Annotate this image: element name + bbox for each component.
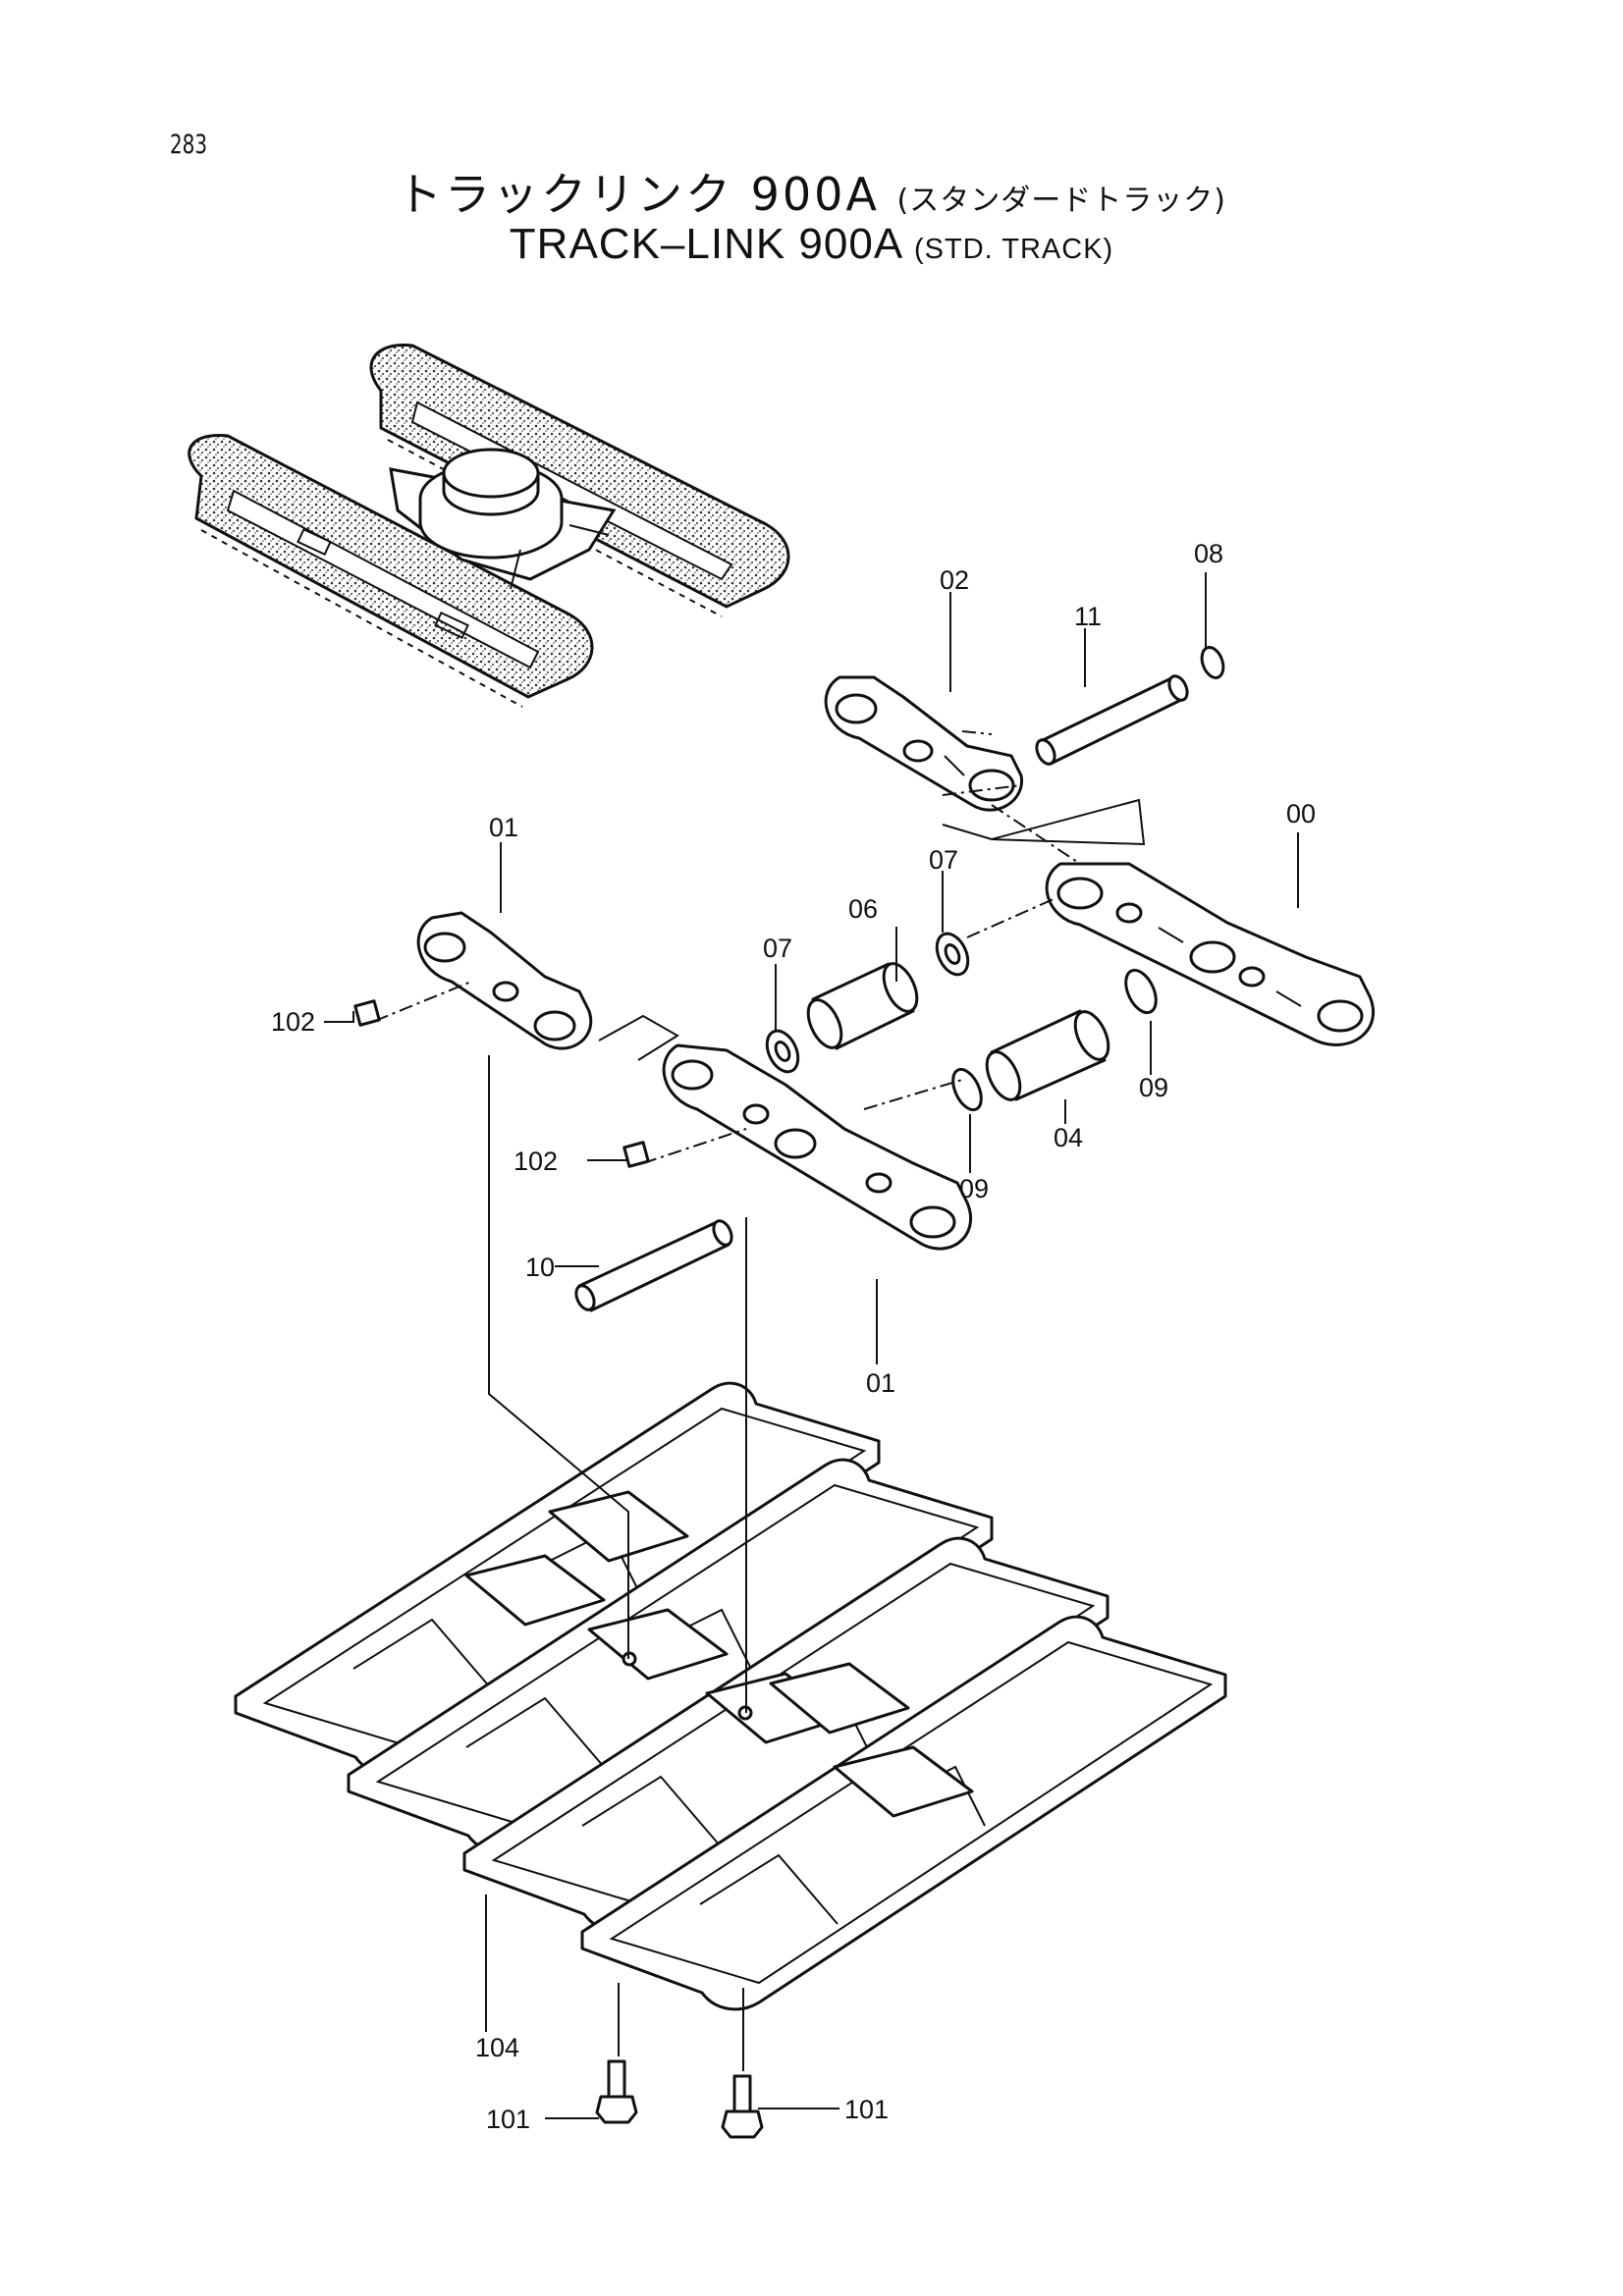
title-japanese: トラックリンク 900A (スタンダードトラック): [0, 159, 1623, 224]
title-english-sub: (STD. TRACK): [914, 234, 1114, 265]
label-102-top: 102: [271, 1007, 315, 1037]
track-assembly-front: [188, 434, 594, 708]
ring-08: [1200, 646, 1225, 679]
spacer-07-right: [935, 932, 970, 977]
label-09-left: 09: [959, 1174, 989, 1203]
leader-lines: [324, 572, 1299, 2119]
track-link-00: [1045, 862, 1376, 1046]
label-01-top: 01: [489, 813, 518, 842]
bolt-101-right: [721, 2074, 764, 2139]
track-link-01-center: [662, 1043, 973, 1251]
label-08: 08: [1194, 539, 1223, 568]
pin-11: [1035, 674, 1189, 766]
track-link-02: [824, 675, 1023, 812]
spacer-07-left: [765, 1029, 800, 1074]
title-japanese-sub: (スタンダードトラック): [896, 184, 1226, 218]
track-shoes-104: [234, 1381, 1227, 2011]
label-00: 00: [1286, 799, 1316, 828]
pin-10: [574, 1219, 733, 1312]
label-102-bottom: 102: [514, 1147, 558, 1176]
seal-09-left: [951, 1067, 983, 1112]
label-11: 11: [1074, 602, 1102, 631]
label-101-right: 101: [844, 2095, 889, 2124]
label-02: 02: [940, 565, 969, 595]
label-07-right: 07: [929, 845, 958, 875]
seal-09-right: [1124, 968, 1158, 1015]
label-09-right: 09: [1139, 1073, 1168, 1102]
nut-102-bottom: [622, 1141, 650, 1168]
label-101-left: 101: [486, 2105, 530, 2134]
label-07-left: 07: [763, 934, 792, 963]
part-labels: 02 11 08 00 01 07 06 07 102 09 04 102 09…: [271, 539, 1316, 2134]
label-10: 10: [525, 1253, 555, 1282]
label-06: 06: [848, 894, 878, 924]
title-english: TRACK–LINK 900A (STD. TRACK): [0, 220, 1623, 269]
label-01-bottom: 01: [866, 1368, 895, 1398]
label-04: 04: [1054, 1123, 1083, 1152]
bushing-06: [806, 962, 919, 1050]
title-english-main: TRACK–LINK 900A: [509, 220, 901, 268]
bushing-04: [985, 1009, 1110, 1101]
title-japanese-main: トラックリンク 900A: [397, 168, 880, 221]
bolt-101-left: [595, 2059, 638, 2124]
track-link-01-left: [416, 911, 593, 1050]
undercarriage-overview-illustration: [188, 344, 790, 708]
nut-102-top: [353, 999, 381, 1027]
page-number: 283: [170, 130, 208, 160]
center-frame-turntable: [389, 448, 617, 590]
label-104: 104: [475, 2033, 519, 2062]
